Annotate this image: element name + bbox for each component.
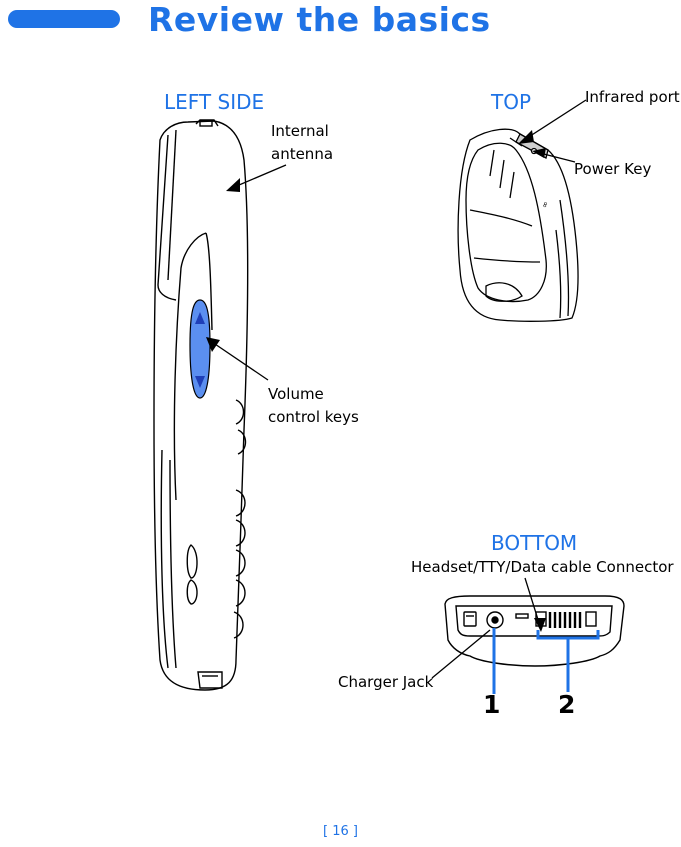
page-title: Review the basics: [148, 0, 491, 39]
svg-text:∞: ∞: [540, 200, 551, 209]
callout-lines: [492, 628, 600, 694]
internal-antenna-label-line1: Internal: [271, 122, 329, 140]
volume-label-line2: control keys: [268, 408, 359, 426]
top-view-phone: ∞: [457, 128, 579, 322]
headset-connector-label: Headset/TTY/Data cable Connector: [411, 558, 674, 576]
volume-label-line1: Volume: [268, 385, 324, 403]
volume-key: [189, 299, 211, 399]
arrowheads: [206, 130, 546, 632]
internal-antenna-label-line2: antenna: [271, 145, 334, 163]
header-pill: [8, 10, 120, 28]
top-heading: TOP: [491, 90, 532, 114]
page-number: [ 16 ]: [323, 824, 358, 839]
volume-up-icon: [195, 312, 205, 324]
infrared-port-label: Infrared port: [585, 88, 680, 106]
volume-down-icon: [195, 376, 205, 388]
charger-jack-label: Charger Jack: [338, 673, 434, 691]
callout-number-2: 2: [558, 690, 576, 719]
left-side-heading: LEFT SIDE: [164, 90, 265, 114]
left-side-phone: [153, 119, 249, 691]
power-key-label: Power Key: [574, 160, 652, 178]
bottom-heading: BOTTOM: [491, 531, 578, 555]
bottom-view-phone: [444, 595, 625, 667]
callout-number-1: 1: [483, 690, 501, 719]
